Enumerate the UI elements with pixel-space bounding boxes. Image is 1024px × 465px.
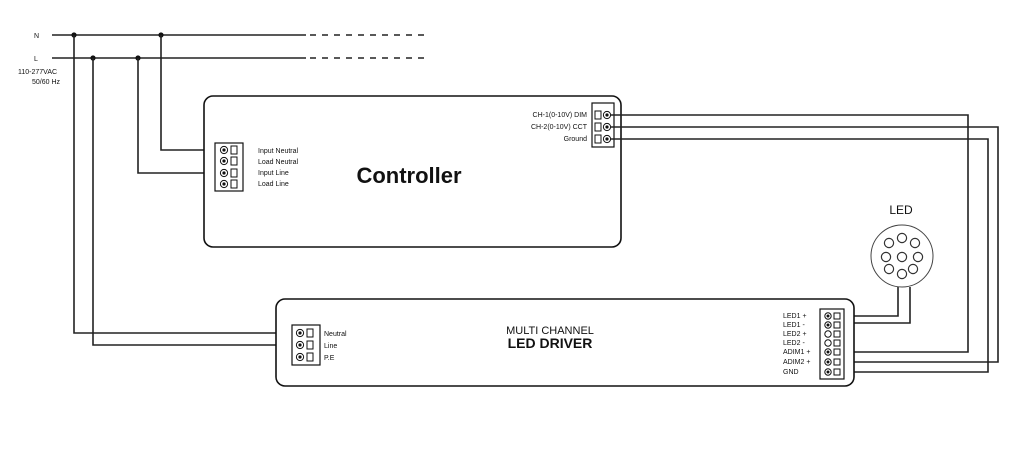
driver-line-label: Line: [324, 343, 337, 350]
control-wires: [611, 114, 999, 373]
led-fixture-icon: [870, 224, 934, 288]
controller-ch2-label: CH-2(0-10V) CCT: [531, 124, 588, 131]
supply-lines: [52, 32, 430, 61]
voltage-label: 110-277VAC: [18, 69, 57, 76]
driver-led2-minus-label: LED2 -: [783, 340, 805, 347]
controller-box: [203, 95, 622, 248]
driver-adim2-label: ADIM2 +: [783, 359, 810, 366]
controller-input-terminal-block: [214, 142, 244, 192]
mains-wires: [73, 35, 300, 346]
driver-subtitle: MULTI CHANNEL: [506, 325, 594, 337]
driver-output-terminal-block: [819, 308, 845, 380]
driver-led1-minus-label: LED1 -: [783, 322, 805, 329]
controller-ground-label: Ground: [564, 136, 587, 143]
driver-input-terminal-block: [291, 324, 321, 366]
l-label: L: [34, 56, 38, 63]
frequency-label: 50/60 Hz: [32, 79, 61, 86]
controller-input-neutral-label: Input Neutral: [258, 148, 299, 155]
led-wires: [840, 287, 911, 324]
driver-led1-plus-label: LED1 +: [783, 313, 807, 320]
driver-pe-label: P.E: [324, 355, 335, 362]
controller-load-line-label: Load Line: [258, 181, 289, 188]
driver-gnd-label: GND: [783, 369, 799, 376]
driver-title: LED DRIVER: [508, 335, 593, 351]
n-label: N: [34, 33, 39, 40]
controller-output-terminal-block: [591, 102, 615, 148]
driver-led2-plus-label: LED2 +: [783, 331, 807, 338]
controller-title: Controller: [356, 163, 462, 188]
controller-ch1-label: CH-1(0-10V) DIM: [533, 112, 588, 119]
controller-input-line-label: Input Line: [258, 170, 289, 177]
driver-adim1-label: ADIM1 +: [783, 349, 810, 356]
led-driver-box: [275, 298, 855, 387]
controller-load-neutral-label: Load Neutral: [258, 159, 299, 166]
led-label: LED: [889, 203, 913, 217]
driver-neutral-label: Neutral: [324, 331, 347, 338]
